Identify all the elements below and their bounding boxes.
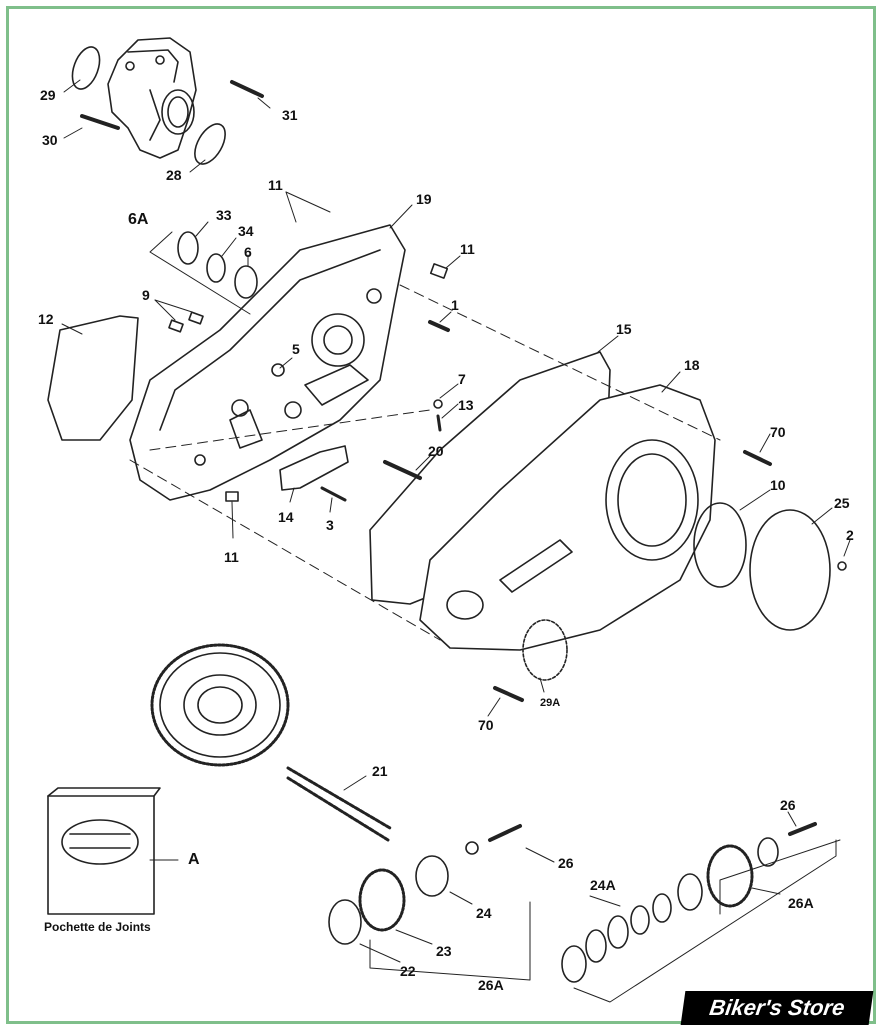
hub-24 bbox=[415, 855, 449, 897]
callout-9: 9 bbox=[142, 287, 150, 303]
bolt-20 bbox=[383, 460, 422, 480]
pouch-caption: Pochette de Joints bbox=[44, 920, 151, 934]
brand-logo: Biker's Store bbox=[680, 991, 874, 1025]
bolt-26 bbox=[488, 824, 522, 842]
spacer-a bbox=[585, 929, 607, 963]
callout-70-upper: 70 bbox=[770, 424, 786, 440]
callout-19: 19 bbox=[416, 191, 432, 207]
tensioner-shoe-14 bbox=[279, 445, 349, 491]
sprocket-right bbox=[706, 844, 754, 908]
callout-A: A bbox=[188, 851, 200, 868]
o-ring-28 bbox=[194, 123, 226, 165]
cam-24 bbox=[677, 873, 703, 911]
screw-2 bbox=[837, 561, 847, 571]
starter-motor-part bbox=[107, 37, 197, 159]
callout-11-top: 11 bbox=[268, 177, 283, 193]
dowel-11 bbox=[429, 263, 449, 279]
callout-14: 14 bbox=[278, 509, 294, 525]
callout-25: 25 bbox=[834, 495, 850, 511]
callout-29A: 29A bbox=[540, 697, 561, 709]
callout-70-lower: 70 bbox=[478, 717, 494, 733]
part-22 bbox=[328, 899, 362, 945]
dowel-11-lower bbox=[225, 491, 239, 502]
callout-31: 31 bbox=[282, 107, 298, 123]
o-ring-10 bbox=[693, 502, 747, 588]
gasket-pouch-a bbox=[47, 787, 161, 915]
callout-11-right: 11 bbox=[460, 241, 475, 257]
cap-29A bbox=[522, 619, 568, 681]
callout-26A-bottom: 26A bbox=[478, 977, 504, 993]
screw-13 bbox=[436, 414, 442, 432]
callout-6: 6 bbox=[244, 244, 252, 260]
outer-primary-cover-18 bbox=[419, 384, 716, 651]
part-5 bbox=[271, 363, 285, 377]
callout-24A: 24A bbox=[590, 877, 616, 893]
bolt-30 bbox=[80, 114, 120, 130]
callout-13: 13 bbox=[458, 397, 474, 413]
callout-1: 1 bbox=[451, 297, 459, 313]
washer-7 bbox=[433, 399, 443, 409]
bolt-70-lower bbox=[493, 686, 524, 702]
callout-2: 2 bbox=[846, 527, 854, 543]
callout-22: 22 bbox=[400, 963, 416, 979]
callout-15: 15 bbox=[616, 321, 632, 337]
callout-6A: 6A bbox=[128, 211, 149, 228]
inner-primary-housing bbox=[129, 224, 406, 501]
callout-26-center: 26 bbox=[558, 855, 574, 871]
bolt-70-upper bbox=[743, 450, 772, 466]
spline-shaft bbox=[561, 945, 587, 983]
callout-5: 5 bbox=[292, 341, 300, 357]
dowel-9b bbox=[188, 311, 204, 325]
bearing-6 bbox=[234, 265, 258, 299]
washer-26 bbox=[465, 841, 479, 855]
callout-34: 34 bbox=[238, 223, 254, 239]
callout-26-right: 26 bbox=[780, 797, 796, 813]
bracket-6A bbox=[149, 231, 251, 315]
sprocket-23 bbox=[358, 868, 406, 932]
bolt-1 bbox=[428, 320, 450, 332]
callout-26A-right: 26A bbox=[788, 895, 814, 911]
bolt-31 bbox=[230, 80, 264, 98]
alignment-lines bbox=[129, 284, 721, 641]
clutch-basket bbox=[150, 643, 290, 767]
bolt-26-right bbox=[788, 822, 817, 836]
spacer-d bbox=[652, 893, 672, 923]
o-ring-29 bbox=[71, 46, 101, 90]
callout-11-bottom: 11 bbox=[224, 549, 239, 565]
callout-29: 29 bbox=[40, 87, 56, 103]
retaining-ring-34 bbox=[206, 253, 226, 283]
callout-30: 30 bbox=[42, 132, 58, 148]
callout-10: 10 bbox=[770, 477, 786, 493]
callout-18: 18 bbox=[684, 357, 700, 373]
spacer-c bbox=[630, 905, 650, 935]
callout-24: 24 bbox=[476, 905, 492, 921]
callout-3: 3 bbox=[326, 517, 334, 533]
callout-20: 20 bbox=[428, 443, 444, 459]
primary-chain-21 bbox=[286, 766, 392, 842]
seal-33 bbox=[177, 231, 199, 265]
callout-7: 7 bbox=[458, 371, 466, 387]
derby-cover-25 bbox=[749, 509, 831, 631]
leader-lines bbox=[61, 79, 851, 963]
spacer-b bbox=[607, 915, 629, 949]
bolt-3 bbox=[320, 486, 347, 502]
callout-28: 28 bbox=[166, 167, 182, 183]
diagram-frame bbox=[6, 6, 876, 1024]
gasket-12 bbox=[47, 315, 139, 441]
dowel-9a bbox=[168, 319, 184, 333]
callout-23: 23 bbox=[436, 943, 452, 959]
callout-33: 33 bbox=[216, 207, 232, 223]
callout-21: 21 bbox=[372, 763, 388, 779]
bracket-26A bbox=[369, 839, 841, 1003]
callout-12: 12 bbox=[38, 311, 54, 327]
nut-right bbox=[757, 837, 779, 867]
